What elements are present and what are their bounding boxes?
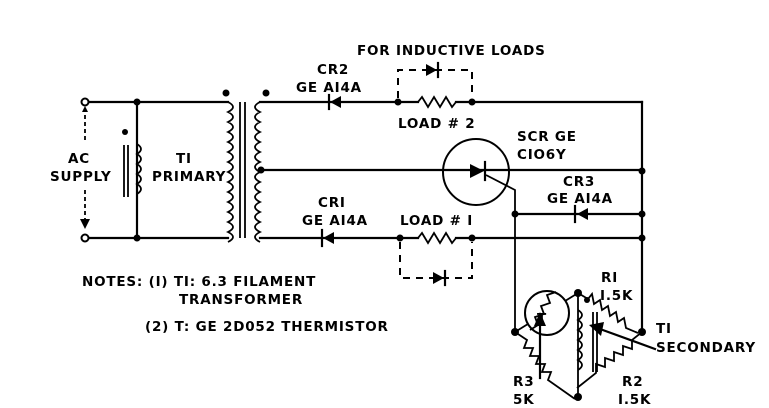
scr-name: SCR GE [517, 129, 577, 145]
transformer-t1 [222, 89, 270, 243]
cr2-part: GE AI4A [296, 80, 362, 96]
load-2 [394, 61, 476, 109]
load2-label: LOAD # 2 [398, 116, 475, 132]
cr1-name: CRI [318, 195, 346, 211]
load-1 [396, 231, 476, 287]
inductive-loads-title: FOR INDUCTIVE LOADS [357, 43, 546, 59]
scr-c106y [442, 138, 516, 330]
arrow-up-icon [82, 106, 88, 112]
diode-cr3 [573, 204, 588, 224]
r3-value: 5K [513, 392, 534, 408]
r3-wiper-arrow-icon [534, 312, 546, 326]
r2-value: I.5K [618, 392, 651, 408]
scr-part: CIO6Y [517, 147, 567, 163]
t1-secondary-label-2: SECONDARY [656, 340, 756, 356]
r3-name: R3 [513, 374, 534, 390]
r1-name: RI [601, 270, 618, 286]
notes-line-1: NOTES: (I) TI: 6.3 FILAMENT [82, 274, 316, 290]
ac-supply-label-2: SUPPLY [50, 169, 112, 185]
notes-line-3: (2) T: GE 2D052 THERMISTOR [145, 319, 389, 335]
arrow-down-icon [80, 219, 90, 229]
r1-value: I.5K [600, 288, 633, 304]
ac-terminal-top [80, 97, 90, 107]
cr3-part: GE AI4A [547, 191, 613, 207]
r2-name: R2 [622, 374, 643, 390]
diode-cr2 [327, 93, 341, 111]
t1-primary-label-1: TI [176, 151, 192, 167]
cr2-name: CR2 [317, 62, 349, 78]
notes-line-2: TRANSFORMER [179, 292, 303, 308]
bridge-network: T [511, 289, 657, 401]
ac-supply [80, 97, 139, 243]
cr1-part: GE AI4A [302, 213, 368, 229]
load1-label: LOAD # I [400, 213, 473, 229]
small-inductor [122, 129, 142, 197]
ac-terminal-bottom [80, 233, 90, 243]
diode-cr1 [320, 228, 334, 248]
ac-supply-label-1: AC [68, 151, 90, 167]
t1-secondary-label-1: TI [656, 321, 672, 337]
cr3-name: CR3 [563, 174, 595, 190]
t1-primary-label-2: PRIMARY [152, 169, 226, 185]
